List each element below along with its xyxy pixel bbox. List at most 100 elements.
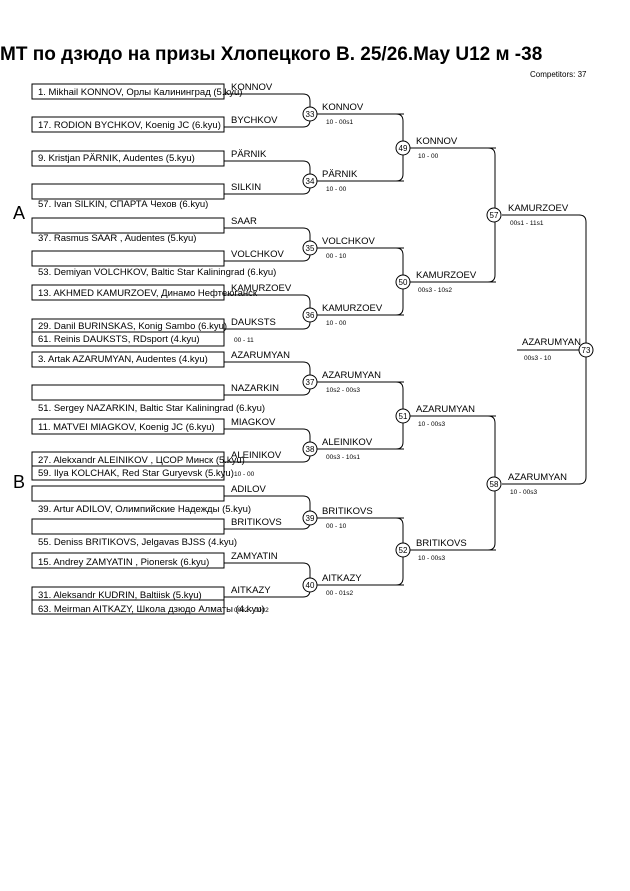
r1-name-9: NAZARKIN [231, 383, 279, 394]
r1-winner-2: VOLCHKOV [322, 236, 375, 247]
prelim-score-1: 10 - 00 [234, 471, 255, 478]
r1-winner-1: PÄRNIK [322, 169, 358, 180]
pool-label-a: A [13, 203, 26, 223]
prelim-score-0: 00 - 11 [234, 337, 254, 344]
r1-name-3: SILKIN [231, 182, 261, 193]
entry-7: 53. Demiyan VOLCHKOV, Baltic Star Kalini… [38, 267, 276, 278]
r2-score-0: 10 - 00 [418, 153, 439, 160]
r1-name-0: KONNOV [231, 82, 273, 93]
r1-match-number: 39 [306, 514, 315, 523]
entry-box [31, 485, 225, 502]
r3-connector [410, 147, 496, 283]
r1-score-3: 10 - 00 [326, 320, 347, 327]
r2-score-2: 10 - 00s3 [418, 421, 445, 428]
entry-box [31, 418, 225, 435]
entry-box [31, 384, 225, 401]
r2-match-number: 52 [399, 546, 408, 555]
r1-score-5: 00s3 - 10s1 [326, 454, 360, 461]
entry-10: 61. Reinis DAUKSTS, RDsport (4.kyu) [38, 334, 200, 345]
r3-connector [410, 415, 496, 551]
r1-score-1: 10 - 00 [326, 186, 347, 193]
r1-name-14: ZAMYATIN [231, 551, 278, 562]
r1-score-2: 00 - 10 [326, 253, 347, 260]
r1-name-8: AZARUMYAN [231, 350, 290, 361]
entry-9: 29. Danil BURINSKAS, Konig Sambo (6.kyu) [38, 321, 227, 332]
r1-name-6: KAMURZOEV [231, 283, 292, 294]
entry-21: 31. Aleksandr KUDRIN, Baltiisk (5.kyu) [38, 590, 202, 601]
entry-8: 13. AKHMED KAMURZOEV, Динамо Нефтеюганск [38, 288, 258, 299]
entry-box [31, 351, 225, 368]
r2-winner-1: KAMURZOEV [416, 270, 477, 281]
final-score: 00s3 - 10 [524, 355, 551, 362]
r1-name-7: DAUKSTS [231, 317, 276, 328]
r1-winner-0: KONNOV [322, 102, 364, 113]
final-match-number: 73 [582, 346, 591, 355]
r1-match-number: 33 [306, 110, 315, 119]
r3-score-1: 10 - 00s3 [510, 489, 537, 496]
entry-box [31, 150, 225, 167]
r1-score-0: 10 - 00s1 [326, 119, 353, 126]
r2-match-number: 51 [399, 412, 408, 421]
entry-box [31, 518, 225, 535]
r3-match-number: 57 [490, 211, 499, 220]
entry-19: 55. Deniss BRITIKOVS, Jelgavas BJSS (4.k… [38, 537, 237, 548]
r1-score-7: 00 - 01s2 [326, 590, 353, 597]
r1-match-number: 37 [306, 378, 315, 387]
entry-box-prelim [31, 599, 225, 615]
entry-box [31, 284, 225, 301]
final-winner: AZARUMYAN [522, 337, 581, 348]
r1-winner-5: ALEINIKOV [322, 437, 373, 448]
entry-box [31, 83, 225, 100]
entry-box [31, 250, 225, 267]
entry-4: 57. Ivan SILKIN, СПАРТА Чехов (6.kyu) [38, 199, 208, 210]
r1-name-1: BYCHKOV [231, 115, 278, 126]
tournament-title: MT по дзюдо на призы Хлопецкого В. 25/26… [0, 44, 543, 65]
entry-box [31, 116, 225, 133]
r2-match-number: 50 [399, 278, 408, 287]
r2-winner-0: KONNOV [416, 136, 458, 147]
r1-match-number: 38 [306, 445, 315, 454]
entry-box [31, 217, 225, 234]
r1-match-number: 34 [306, 177, 315, 186]
r2-winner-2: AZARUMYAN [416, 404, 475, 415]
r3-match [486, 476, 502, 492]
r1-winner-6: BRITIKOVS [322, 506, 373, 517]
r1-match-number: 36 [306, 311, 315, 320]
r3-winner-1: AZARUMYAN [508, 472, 567, 483]
entry-11: 3. Artak AZARUMYAN, Audentes (4.kyu) [38, 354, 208, 365]
r3-winner-0: KAMURZOEV [508, 203, 569, 214]
r2-score-1: 00s3 - 10s2 [418, 287, 452, 294]
entry-18: 39. Artur ADILOV, Олимпийские Надежды (5… [38, 504, 251, 515]
entry-15: 27. Alekxandr ALEINIKOV , ЦСОР Минск (5.… [38, 455, 245, 466]
r3-match-number: 58 [490, 480, 499, 489]
r1-name-2: PÄRNIK [231, 149, 267, 160]
entry-box [31, 552, 225, 569]
entry-box-prelim [31, 331, 225, 347]
r1-winner-4: AZARUMYAN [322, 370, 381, 381]
r1-name-5: VOLCHKOV [231, 249, 284, 260]
pool-label-b: B [13, 472, 26, 492]
entry-14: 11. MATVEI MIAGKOV, Koenig JC (6.kyu) [38, 422, 215, 433]
entry-1: 17. RODION BYCHKOV, Koenig JC (6.kyu) [38, 120, 221, 131]
r2-winner-3: BRITIKOVS [416, 538, 467, 549]
r1-name-13: BRITIKOVS [231, 517, 282, 528]
r1-name-10: MIAGKOV [231, 417, 276, 428]
entry-16: 59. Ilya KOLCHAK, Red Star Guryevsk (5.k… [38, 468, 234, 479]
r3-match [486, 207, 502, 223]
r1-name-15: AITKAZY [231, 585, 271, 596]
r1-name-4: SAAR [231, 216, 257, 227]
entry-box-prelim [31, 465, 225, 481]
entry-22: 63. Meirman AITKAZY, Школа дзюдо Алматы … [38, 604, 265, 615]
entry-2: 9. Kristjan PÄRNIK, Audentes (5.kyu) [38, 153, 195, 164]
r1-winner-3: KAMURZOEV [322, 303, 383, 314]
r1-score-6: 00 - 10 [326, 523, 347, 530]
entry-20: 15. Andrey ZAMYATIN , Pionersk (6.kyu) [38, 557, 209, 568]
r3-score-0: 00s1 - 11s1 [510, 220, 544, 227]
r1-winner-7: AITKAZY [322, 573, 362, 584]
r1-match-number: 40 [306, 581, 315, 590]
r1-match-number: 35 [306, 244, 315, 253]
r2-match-number: 49 [399, 144, 408, 153]
r1-score-4: 10s2 - 00s3 [326, 387, 360, 394]
r2-score-3: 10 - 00s3 [418, 555, 445, 562]
